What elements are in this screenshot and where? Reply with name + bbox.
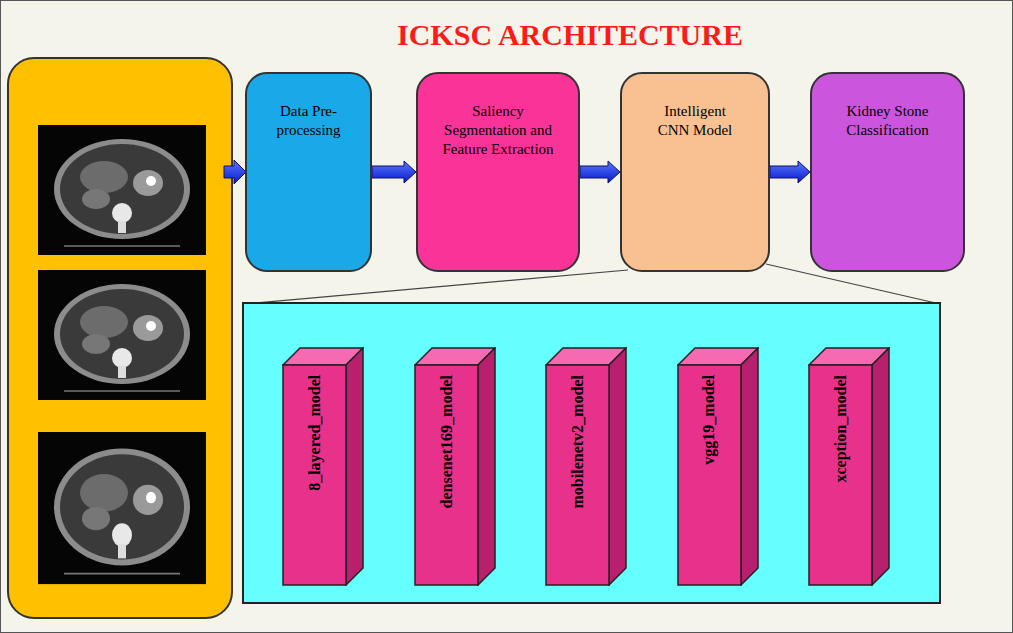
process-box: Intelligent CNN Model	[620, 72, 770, 272]
cube-side	[741, 348, 758, 585]
box-label: Data Pre-processing	[261, 102, 356, 140]
model-name: vgg19_model	[700, 375, 718, 465]
cube-side	[346, 348, 363, 585]
process-box: Saliency Segmentation and Feature Extrac…	[416, 72, 580, 272]
ct-image	[38, 432, 206, 584]
cube-outline	[545, 347, 627, 586]
model-name: xception_model	[831, 375, 849, 483]
model-block: vgg19_model	[677, 347, 759, 586]
flow-arrow	[770, 161, 810, 183]
title-holder: ICKSC ARCHITECTURE	[320, 18, 820, 52]
model-block: mobilenetv2_model	[545, 347, 627, 586]
input-panel	[8, 58, 232, 618]
flow-arrow	[372, 161, 416, 183]
cube-outline	[414, 347, 496, 586]
ct-image	[38, 270, 206, 400]
box-label: Kidney Stone Classification	[840, 102, 935, 140]
cube-side	[609, 348, 626, 585]
cube-outline	[677, 347, 759, 586]
cube-side	[872, 348, 889, 585]
model-block: xception_model	[808, 347, 890, 586]
cube-front	[809, 365, 872, 585]
cube-front	[678, 365, 741, 585]
model-name: mobilenetv2_model	[569, 375, 587, 508]
cube-side	[478, 348, 495, 585]
process-box: Kidney Stone Classification	[810, 72, 965, 272]
cube-front	[283, 365, 346, 585]
zoom-line	[243, 270, 628, 304]
model-name: densenet169_model	[437, 375, 455, 508]
cube-outline	[808, 347, 890, 586]
cube-front	[415, 365, 478, 585]
diagram-title: ICKSC ARCHITECTURE	[320, 18, 820, 52]
model-name: 8_layered_model	[306, 375, 324, 491]
model-block: 8_layered_model	[282, 347, 364, 586]
input-arrow	[224, 160, 246, 184]
box-label: Intelligent CNN Model	[650, 102, 740, 140]
process-box: Data Pre-processing	[245, 72, 372, 272]
flow-arrow	[580, 161, 620, 183]
model-panel	[243, 303, 940, 603]
cube-outline	[282, 347, 364, 586]
ct-image	[38, 125, 206, 255]
cube-front	[546, 365, 609, 585]
model-block: densenet169_model	[414, 347, 496, 586]
box-label: Saliency Segmentation and Feature Extrac…	[440, 102, 556, 158]
